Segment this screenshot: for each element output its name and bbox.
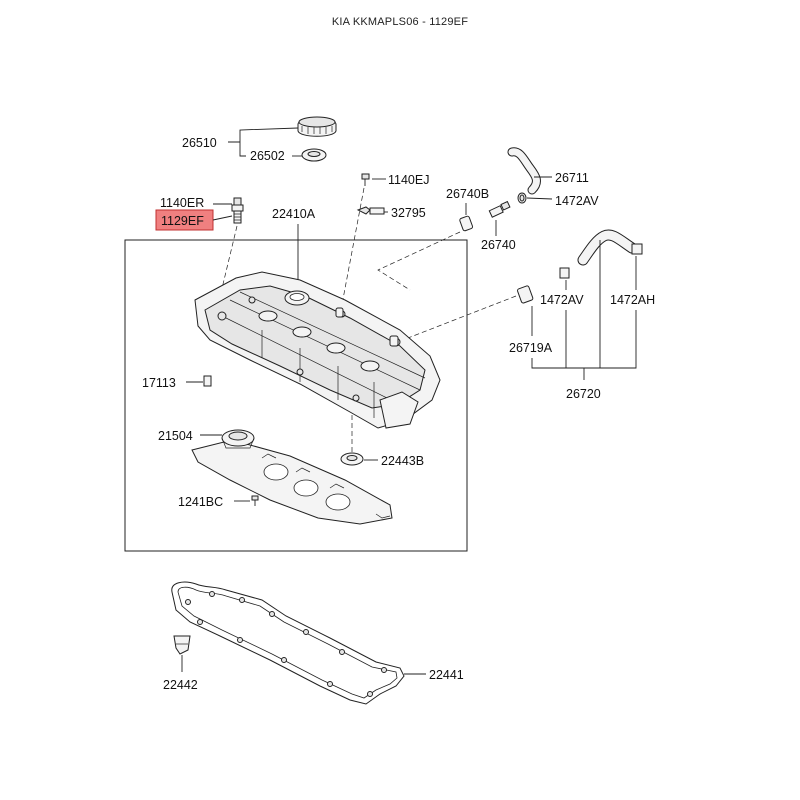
diagram-title: KIA KKMAPLS06 - 1129EF	[331, 16, 469, 28]
label-22443B[interactable]: 22443B	[381, 454, 424, 468]
dashed-26719A	[389, 295, 517, 346]
label-26740[interactable]: 26740	[481, 238, 516, 252]
label-21504[interactable]: 21504	[158, 429, 193, 443]
grommet-26719A[interactable]	[517, 285, 534, 304]
assembly-frame	[124, 239, 468, 552]
label-26740B[interactable]: 26740B	[446, 187, 489, 201]
label-1129EF[interactable]: 1129EF	[161, 214, 204, 228]
label-26711[interactable]: 26711	[555, 171, 589, 185]
label-1140EJ[interactable]: 1140EJ	[388, 173, 429, 187]
grommet-26740B[interactable]	[459, 215, 474, 232]
label-17113[interactable]: 17113	[142, 376, 176, 390]
hose-clamp-1472AV-bottom[interactable]	[559, 267, 570, 279]
leader-26720	[531, 240, 637, 380]
seal-22443B[interactable]	[340, 452, 364, 466]
label-26720[interactable]: 26720	[566, 387, 601, 401]
baffle-plate[interactable]	[191, 439, 393, 525]
label-1472AV-bottom[interactable]: 1472AV	[540, 293, 584, 307]
dowel-17113[interactable]	[203, 375, 212, 387]
oil-filler-cap[interactable]	[297, 116, 337, 137]
label-26502[interactable]: 26502	[250, 149, 285, 163]
cover-gasket-22441[interactable]	[171, 581, 405, 705]
label-32795[interactable]: 32795	[391, 206, 426, 220]
hose-clamp-1472AV-top[interactable]	[517, 192, 527, 204]
screw-1241BC[interactable]	[251, 495, 259, 506]
stud-bolt-1129EF[interactable]	[231, 197, 244, 224]
breather-hose-26720[interactable]	[577, 229, 638, 266]
dashed-1140EJ	[339, 187, 365, 316]
label-1472AH[interactable]: 1472AH	[610, 293, 655, 307]
pcv-valve-26740[interactable]	[488, 200, 511, 218]
label-22410A[interactable]: 22410A	[272, 207, 316, 221]
leader-26510	[228, 127, 299, 157]
oil-deflector-21504[interactable]	[221, 429, 255, 449]
dashed-26740B	[377, 231, 461, 291]
label-26719A[interactable]: 26719A	[509, 341, 553, 355]
leader-1472AV-top	[526, 197, 553, 200]
clip-32795[interactable]	[356, 206, 385, 215]
label-22441[interactable]: 22441	[429, 668, 464, 682]
bolt-1140EJ[interactable]	[361, 173, 370, 186]
rocker-cover[interactable]	[194, 271, 441, 429]
filler-cap-gasket[interactable]	[301, 148, 327, 162]
label-22442[interactable]: 22442	[163, 678, 198, 692]
breather-hose-26711[interactable]	[507, 147, 541, 195]
hose-clamp-1472AH[interactable]	[631, 243, 643, 255]
label-26510[interactable]: 26510	[182, 136, 217, 150]
label-1140ER[interactable]: 1140ER	[160, 196, 204, 210]
plug-seal-22442[interactable]	[173, 635, 191, 655]
label-1472AV-top[interactable]: 1472AV	[555, 194, 599, 208]
label-1241BC[interactable]: 1241BC	[178, 495, 223, 509]
leader-1140ER	[212, 203, 233, 221]
